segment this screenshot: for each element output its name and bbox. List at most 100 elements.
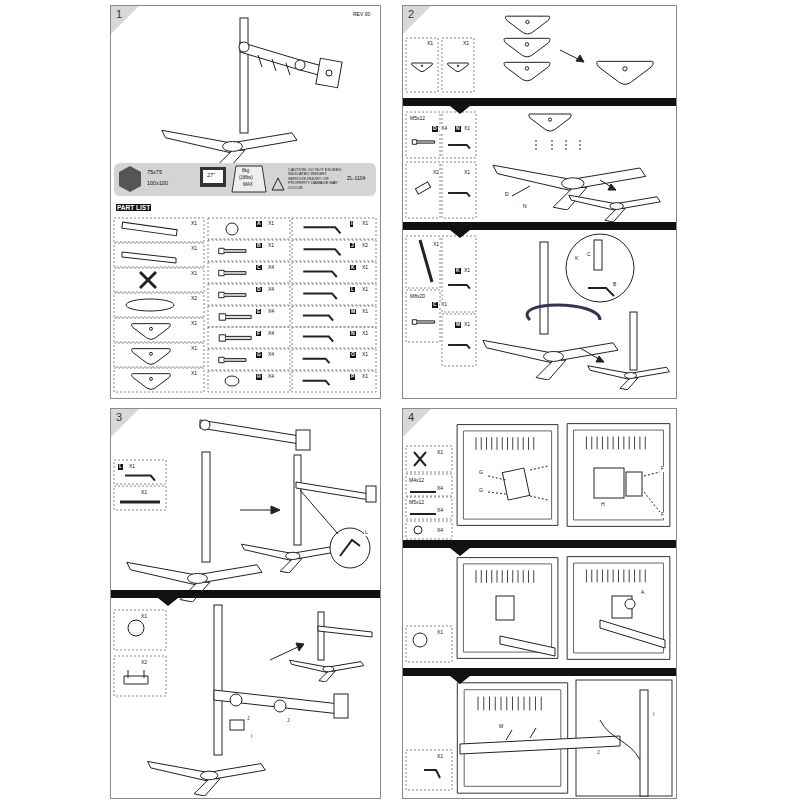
part-label: X4: [436, 486, 444, 492]
part-label: X1: [432, 242, 440, 248]
part-label: X1: [440, 302, 448, 308]
part-label: M: [498, 724, 504, 730]
part-label: M8x20: [409, 294, 426, 300]
part-label: F: [660, 512, 665, 518]
step-number: 4: [408, 412, 414, 423]
part-label: X1: [361, 374, 369, 380]
part-letter: H: [256, 374, 262, 380]
part-label: M5x12: [408, 500, 425, 506]
part-label: G: [478, 470, 484, 476]
part-label: I: [250, 734, 253, 740]
part-letter: A: [256, 221, 262, 227]
part-label: X1: [436, 754, 444, 760]
part-letter: N: [350, 331, 356, 337]
part-label: X1: [426, 41, 434, 47]
part-label: X4: [440, 126, 448, 132]
part-label: J: [286, 718, 291, 724]
part-letter: L: [118, 464, 123, 470]
part-label: X1: [190, 271, 198, 277]
part-label: X2: [432, 170, 440, 176]
part-label: X1: [140, 614, 148, 620]
step-number: 3: [116, 412, 122, 423]
part-letter: L: [350, 287, 355, 293]
part-label: K: [574, 256, 579, 262]
part-label: X2: [361, 243, 369, 249]
part-label: X1: [190, 371, 198, 377]
part-letter: PART LIST: [116, 204, 151, 211]
part-label: X4: [267, 352, 275, 358]
part-label: X1: [267, 243, 275, 249]
part-label: X4: [267, 287, 275, 293]
part-label: X4: [267, 309, 275, 315]
part-label: ZL-1104: [346, 176, 366, 182]
part-label: F: [660, 466, 665, 472]
part-letter: P: [350, 374, 355, 380]
part-label: 100x100: [146, 180, 169, 186]
part-letter: K: [350, 265, 356, 271]
part-letter: F: [256, 331, 261, 337]
part-letter: D: [432, 126, 438, 132]
part-label: M5x12: [409, 116, 426, 122]
part-letter: J: [350, 243, 355, 249]
part-letter: I: [350, 221, 353, 227]
part-label: X1: [128, 464, 136, 470]
part-letter: K: [455, 268, 461, 274]
part-letter: M: [455, 322, 461, 328]
part-label: X1: [463, 322, 471, 328]
part-label: X2: [140, 660, 148, 666]
part-label: X1: [463, 268, 471, 274]
part-label: X1: [463, 170, 471, 176]
part-label: H: [600, 502, 606, 508]
part-label: X4: [267, 331, 275, 337]
part-label: X1: [436, 630, 444, 636]
step-number: 1: [116, 9, 122, 20]
part-label: X2: [190, 296, 198, 302]
part-label: A: [640, 590, 645, 596]
part-label: X1: [190, 246, 198, 252]
step-panel: 3: [110, 408, 381, 799]
part-label: X1: [463, 126, 471, 132]
part-letter: O: [350, 352, 356, 358]
part-letter: M: [350, 309, 356, 315]
part-label: I: [652, 712, 655, 718]
part-letter: C: [256, 265, 262, 271]
part-label: X1: [190, 346, 198, 352]
part-label: X1: [267, 221, 275, 227]
step-panel: 1: [110, 5, 381, 399]
part-label: M4x12: [408, 478, 425, 484]
part-label: G: [478, 488, 484, 494]
part-label: X1: [140, 490, 148, 496]
part-label: X1: [361, 221, 369, 227]
part-label: X4: [267, 374, 275, 380]
part-label: X1: [462, 41, 470, 47]
part-label: X4: [436, 508, 444, 514]
part-label: 75x75: [146, 169, 163, 175]
part-label: C: [586, 252, 592, 258]
part-label: (18lbs): [239, 176, 253, 181]
part-label: 27": [206, 172, 216, 178]
part-label: X1: [361, 265, 369, 271]
part-letter: D: [256, 287, 262, 293]
part-label: CAUTION: DO NOT EXCEED INDICATED WEIGHT.…: [287, 168, 347, 190]
part-letter: E: [256, 309, 261, 315]
part-label: X4: [436, 528, 444, 534]
part-letter: B: [256, 243, 262, 249]
part-label: 8kg: [242, 169, 249, 174]
part-letter: C: [432, 302, 438, 308]
part-label: X1: [436, 450, 444, 456]
step-panel: 4: [402, 408, 677, 799]
part-label: MAX: [243, 183, 253, 188]
part-label: REV 00: [352, 12, 371, 18]
part-label: X1: [361, 309, 369, 315]
part-label: J: [596, 750, 601, 756]
part-label: X1: [190, 321, 198, 327]
part-label: X4: [267, 265, 275, 271]
part-label: B: [612, 282, 617, 288]
part-letter: N: [455, 126, 461, 132]
step-panel: 2: [402, 5, 677, 399]
part-label: X1: [361, 331, 369, 337]
part-letter: G: [256, 352, 262, 358]
part-label: X1: [361, 352, 369, 358]
part-label: D: [504, 192, 510, 198]
